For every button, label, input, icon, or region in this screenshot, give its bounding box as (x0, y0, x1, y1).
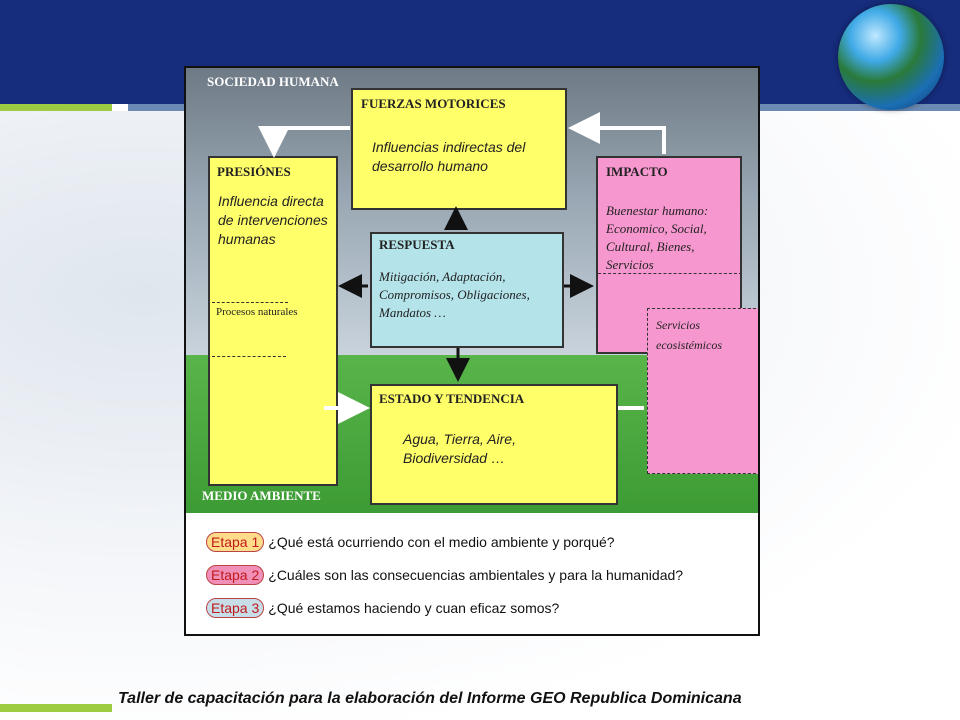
footer-accent (0, 704, 112, 712)
stage-row-3: Etapa 3¿Qué estamos haciendo y cuan efic… (206, 598, 559, 618)
arrow-impact-to-forces (568, 112, 666, 154)
response-box: RESPUESTA Mitigación, Adaptación, Compro… (370, 232, 564, 348)
header-accent-green (0, 104, 112, 111)
pressures-divider-top (212, 302, 288, 303)
state-trend-title: ESTADO Y TENDENCIA (379, 391, 525, 406)
driving-forces-body: Influencias indirectas del desarrollo hu… (372, 139, 526, 174)
arrow-forces-to-pressures (258, 126, 350, 158)
stage-row-2: Etapa 2¿Cuáles son las consecuencias amb… (206, 565, 683, 585)
globe-icon (838, 4, 944, 110)
society-label: SOCIEDAD HUMANA (207, 74, 339, 89)
driving-forces-title: FUERZAS MOTORICES (361, 96, 506, 111)
stage-question-1: ¿Qué está ocurriendo con el medio ambien… (268, 534, 615, 550)
state-trend-box: ESTADO Y TENDENCIA Agua, Tierra, Aire, B… (370, 384, 618, 505)
stage-row-1: Etapa 1¿Qué está ocurriendo con el medio… (206, 532, 615, 552)
pressures-title: PRESIÓNES (217, 164, 291, 179)
stage-question-3: ¿Qué estamos haciendo y cuan eficaz somo… (268, 600, 560, 616)
environment-label: MEDIO AMBIENTE (202, 488, 321, 503)
impact-divider (598, 273, 742, 274)
pressures-box: PRESIÓNES Influencia directa de interven… (208, 156, 338, 486)
impact-body: Buenestar humano: Economico, Social, Cul… (606, 203, 709, 272)
stage-tag-1: Etapa 1 (206, 532, 265, 552)
natural-processes-label: Procesos naturales (216, 306, 298, 318)
response-title: RESPUESTA (379, 237, 455, 252)
ecosystem-services-body: Servicios ecosistémicos (656, 318, 722, 352)
diagram-panel: SOCIEDAD HUMANA MEDIO AMBIENTE FUERZAS M… (184, 66, 760, 636)
pressures-body: Influencia directa de intervenciones hum… (218, 193, 328, 247)
response-body: Mitigación, Adaptación, Compromisos, Obl… (379, 269, 530, 320)
impact-title: IMPACTO (606, 164, 668, 179)
stage-question-2: ¿Cuáles son las consecuencias ambientale… (268, 567, 684, 583)
stage-tag-2: Etapa 2 (206, 565, 265, 585)
footer-title: Taller de capacitación para la elaboraci… (118, 690, 742, 707)
stage-tag-3: Etapa 3 (206, 598, 265, 618)
flow-arrows (258, 112, 666, 424)
driving-forces-box: FUERZAS MOTORICES Influencias indirectas… (351, 88, 567, 210)
pressures-divider-bottom (212, 356, 286, 357)
ecosystem-services-box: Servicios ecosistémicos (647, 308, 758, 474)
state-trend-body: Agua, Tierra, Aire, Biodiversidad … (403, 431, 516, 466)
